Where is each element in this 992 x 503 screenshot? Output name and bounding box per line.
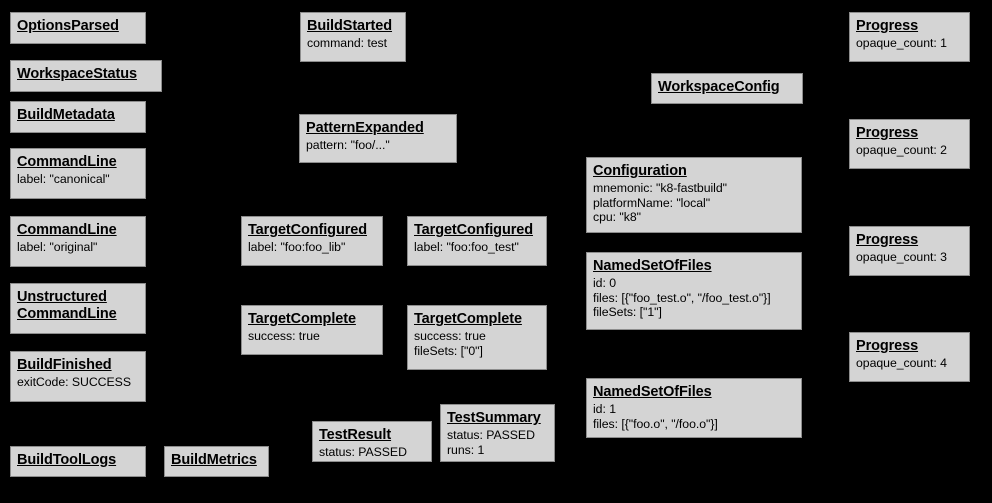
node-title: TargetConfigured (248, 222, 367, 238)
node-title: TargetComplete (414, 311, 522, 327)
node-progress-4[interactable]: Progress opaque_count: 4 (849, 332, 970, 382)
node-progress-2[interactable]: Progress opaque_count: 2 (849, 119, 970, 169)
node-target-configured-foo-test[interactable]: TargetConfigured label: "foo:foo_test" (407, 216, 547, 266)
node-fields: opaque_count: 4 (856, 356, 947, 371)
node-title: NamedSetOfFiles (593, 258, 712, 274)
node-fields: label: "canonical" (17, 172, 110, 187)
node-title: NamedSetOfFiles (593, 384, 712, 400)
node-title: Progress (856, 232, 919, 248)
node-build-started[interactable]: BuildStarted command: test (300, 12, 406, 62)
node-fields: status: PASSED (319, 445, 407, 460)
node-workspace-status[interactable]: WorkspaceStatus (10, 60, 162, 92)
node-title: OptionsParsed (17, 18, 119, 34)
node-title: CommandLine (17, 222, 117, 238)
node-workspace-config[interactable]: WorkspaceConfig (651, 73, 803, 104)
node-named-set-of-files-1[interactable]: NamedSetOfFiles id: 1 files: [{"foo.o", "… (586, 378, 802, 438)
node-title: TargetComplete (248, 311, 356, 327)
node-fields: id: 0 files: [{"foo_test.o", "/foo_test.… (593, 276, 771, 320)
node-fields: label: "foo:foo_lib" (248, 240, 346, 255)
node-title: TargetConfigured (414, 222, 533, 238)
node-build-tool-logs[interactable]: BuildToolLogs (10, 446, 146, 477)
node-title: WorkspaceStatus (17, 66, 137, 82)
node-fields: opaque_count: 2 (856, 143, 947, 158)
node-build-metrics[interactable]: BuildMetrics (164, 446, 269, 477)
node-options-parsed[interactable]: OptionsParsed (10, 12, 146, 44)
node-title: BuildFinished (17, 357, 112, 373)
node-fields: opaque_count: 3 (856, 250, 947, 265)
node-title: BuildToolLogs (17, 452, 117, 468)
node-title: Progress (856, 125, 919, 141)
node-build-metadata[interactable]: BuildMetadata (10, 101, 146, 133)
node-fields: success: true (248, 329, 320, 344)
node-title: BuildMetrics (171, 452, 257, 468)
node-title: TestResult (319, 427, 392, 443)
node-test-result[interactable]: TestResult status: PASSED (312, 421, 432, 462)
node-configuration[interactable]: Configuration mnemonic: "k8-fastbuild" pl… (586, 157, 802, 233)
node-command-line-original[interactable]: CommandLine label: "original" (10, 216, 146, 267)
node-target-complete-test[interactable]: TargetComplete success: true fileSets: ["… (407, 305, 547, 370)
node-pattern-expanded[interactable]: PatternExpanded pattern: "foo/..." (299, 114, 457, 163)
node-title: CommandLine (17, 154, 117, 170)
node-title: PatternExpanded (306, 120, 424, 136)
node-fields: exitCode: SUCCESS (17, 375, 131, 390)
node-fields: opaque_count: 1 (856, 36, 947, 51)
node-fields: success: true fileSets: ["0"] (414, 329, 486, 358)
node-title: Progress (856, 338, 919, 354)
node-title: TestSummary (447, 410, 541, 426)
node-title: Configuration (593, 163, 687, 179)
node-target-complete-lib[interactable]: TargetComplete success: true (241, 305, 383, 355)
node-fields: label: "foo:foo_test" (414, 240, 519, 255)
node-fields: command: test (307, 36, 387, 51)
node-fields: status: PASSED runs: 1 (447, 428, 535, 457)
node-fields: mnemonic: "k8-fastbuild" platformName: "… (593, 181, 727, 225)
node-fields: id: 1 files: [{"foo.o", "/foo.o"}] (593, 402, 718, 431)
node-build-finished[interactable]: BuildFinished exitCode: SUCCESS (10, 351, 146, 402)
node-title: BuildStarted (307, 18, 393, 34)
node-progress-3[interactable]: Progress opaque_count: 3 (849, 226, 970, 276)
node-test-summary[interactable]: TestSummary status: PASSED runs: 1 (440, 404, 555, 462)
node-title: Unstructured CommandLine (17, 289, 117, 323)
node-title: Progress (856, 18, 919, 34)
node-named-set-of-files-0[interactable]: NamedSetOfFiles id: 0 files: [{"foo_test.… (586, 252, 802, 330)
node-fields: pattern: "foo/..." (306, 138, 390, 153)
node-progress-1[interactable]: Progress opaque_count: 1 (849, 12, 970, 62)
node-unstructured-command-line[interactable]: Unstructured CommandLine (10, 283, 146, 334)
node-command-line-canonical[interactable]: CommandLine label: "canonical" (10, 148, 146, 199)
node-title: WorkspaceConfig (658, 79, 780, 95)
node-target-configured-foo-lib[interactable]: TargetConfigured label: "foo:foo_lib" (241, 216, 383, 266)
node-title: BuildMetadata (17, 107, 115, 123)
node-fields: label: "original" (17, 240, 98, 255)
